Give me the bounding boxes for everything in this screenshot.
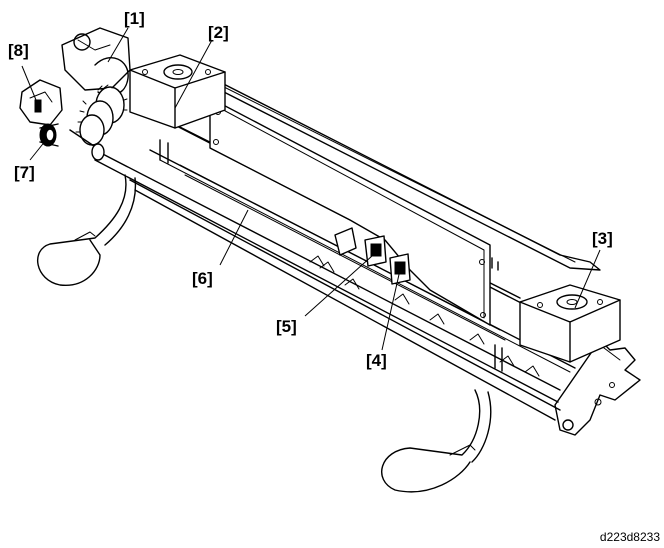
black-gear bbox=[39, 123, 59, 147]
harness-right bbox=[381, 389, 492, 493]
drive-gear-assembly bbox=[19, 27, 131, 161]
callout-1: [1] bbox=[124, 9, 145, 28]
motor-housing-left bbox=[129, 54, 226, 129]
callout-8: [8] bbox=[8, 41, 29, 60]
callout-7: [7] bbox=[14, 163, 35, 182]
leader-lines bbox=[21, 27, 601, 351]
gear-stack bbox=[75, 84, 128, 146]
pcb-board bbox=[209, 97, 491, 326]
sensor-assembly bbox=[334, 227, 411, 285]
callout-4: [4] bbox=[366, 351, 387, 370]
callout-5: [5] bbox=[276, 317, 297, 336]
harness-left bbox=[37, 174, 137, 286]
callout-2: [2] bbox=[208, 23, 229, 42]
figure-id: d223d8233 bbox=[600, 530, 660, 544]
motor-housing-right bbox=[519, 284, 621, 363]
callout-6: [6] bbox=[192, 269, 213, 288]
callout-3: [3] bbox=[592, 229, 613, 248]
